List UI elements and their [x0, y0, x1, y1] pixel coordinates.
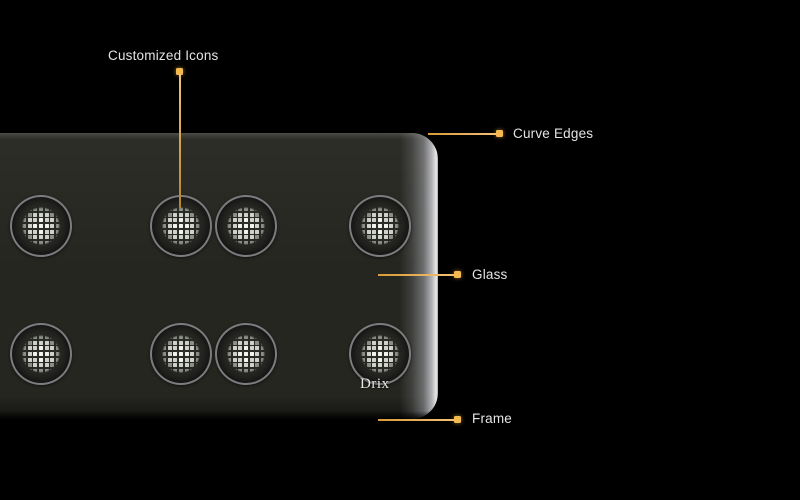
callout-label-frame: Frame	[472, 411, 513, 426]
callout-label-customized-icons: Customized Icons	[108, 48, 219, 63]
burner-top-2[interactable]	[150, 195, 212, 257]
callout-label-curve-edges: Curve Edges	[513, 126, 594, 141]
burner-grid-icon	[361, 207, 399, 245]
callout-dot-glass	[454, 271, 461, 278]
top-bevel-highlight	[0, 133, 438, 140]
burner-bottom-4[interactable]	[349, 323, 411, 385]
burner-top-4[interactable]	[349, 195, 411, 257]
cooktop-panel: Drix	[0, 133, 438, 419]
burner-top-1[interactable]	[10, 195, 72, 257]
burner-top-3[interactable]	[215, 195, 277, 257]
burner-bottom-3[interactable]	[215, 323, 277, 385]
callout-dot-frame	[454, 416, 461, 423]
leader-line-frame	[378, 419, 456, 421]
leader-line-glass	[378, 274, 456, 276]
cooktop-body: Drix	[0, 133, 438, 419]
burner-grid-icon	[162, 207, 200, 245]
burner-bottom-1[interactable]	[10, 323, 72, 385]
burner-grid-icon	[22, 335, 60, 373]
right-edge-bevel	[400, 133, 438, 419]
callout-dot-curve-edges	[496, 130, 503, 137]
burner-grid-icon	[162, 335, 200, 373]
leader-line-customized-icons	[179, 74, 181, 208]
bottom-frame-edge	[0, 411, 438, 419]
burner-bottom-2[interactable]	[150, 323, 212, 385]
burner-grid-icon	[361, 335, 399, 373]
burner-grid-icon	[22, 207, 60, 245]
burner-grid-icon	[227, 207, 265, 245]
burner-grid-icon	[227, 335, 265, 373]
brand-logo: Drix	[360, 376, 390, 392]
callout-dot-customized-icons	[176, 68, 183, 75]
leader-line-curve-edges	[428, 133, 498, 135]
callout-label-glass: Glass	[472, 267, 508, 282]
